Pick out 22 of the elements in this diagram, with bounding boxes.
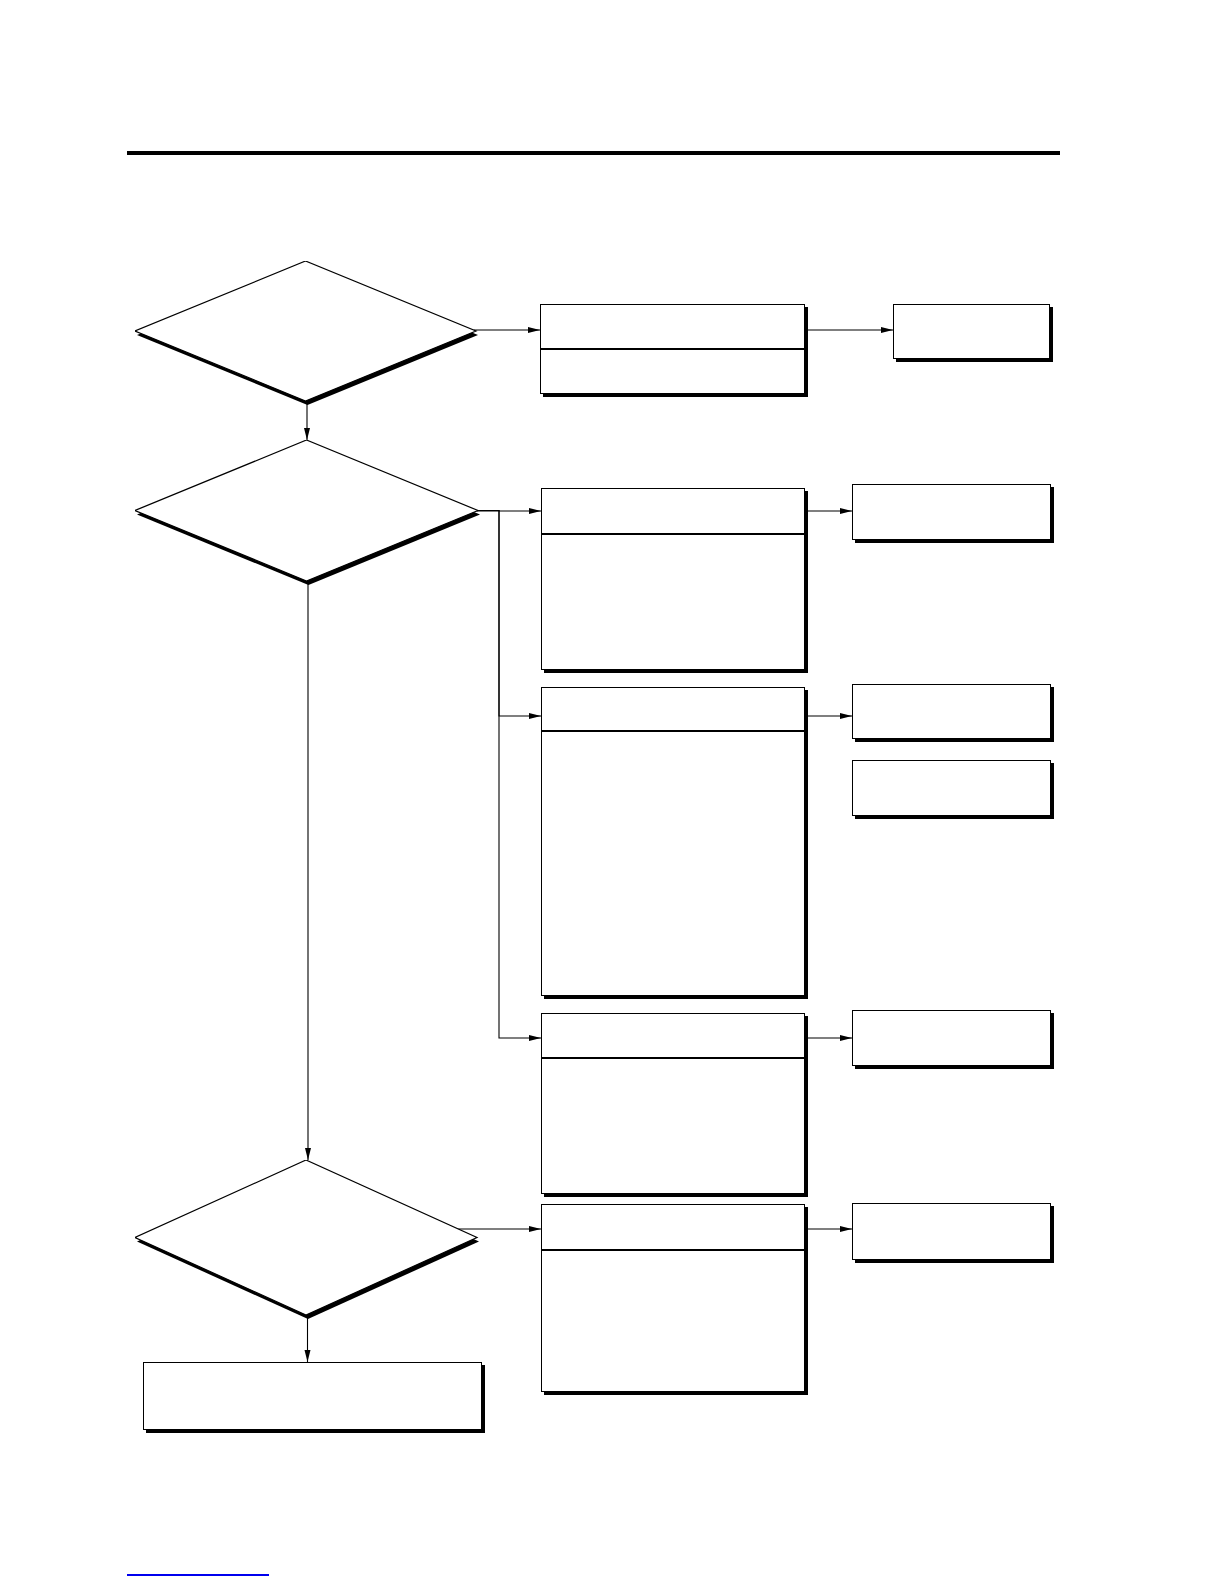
split-process-box (541, 1204, 808, 1395)
process-box (893, 304, 1053, 362)
process-box (852, 484, 1054, 543)
process-box (143, 1362, 485, 1433)
arrow (807, 712, 853, 720)
arrow (807, 1225, 853, 1233)
arrow (807, 326, 894, 334)
split-process-box (541, 1013, 808, 1197)
arrow (807, 507, 853, 515)
arrow (807, 1034, 853, 1042)
process-box (852, 1010, 1054, 1069)
process-box (852, 760, 1054, 819)
arrow (476, 507, 542, 515)
arrow (473, 326, 541, 334)
decision-diamond (135, 440, 480, 585)
decision-diamond (135, 1160, 479, 1319)
process-box (852, 684, 1054, 742)
split-process-box (541, 488, 808, 673)
process-box (852, 1203, 1054, 1263)
split-process-box (540, 304, 808, 397)
decision-diamond (135, 261, 478, 405)
split-process-box (541, 687, 808, 999)
